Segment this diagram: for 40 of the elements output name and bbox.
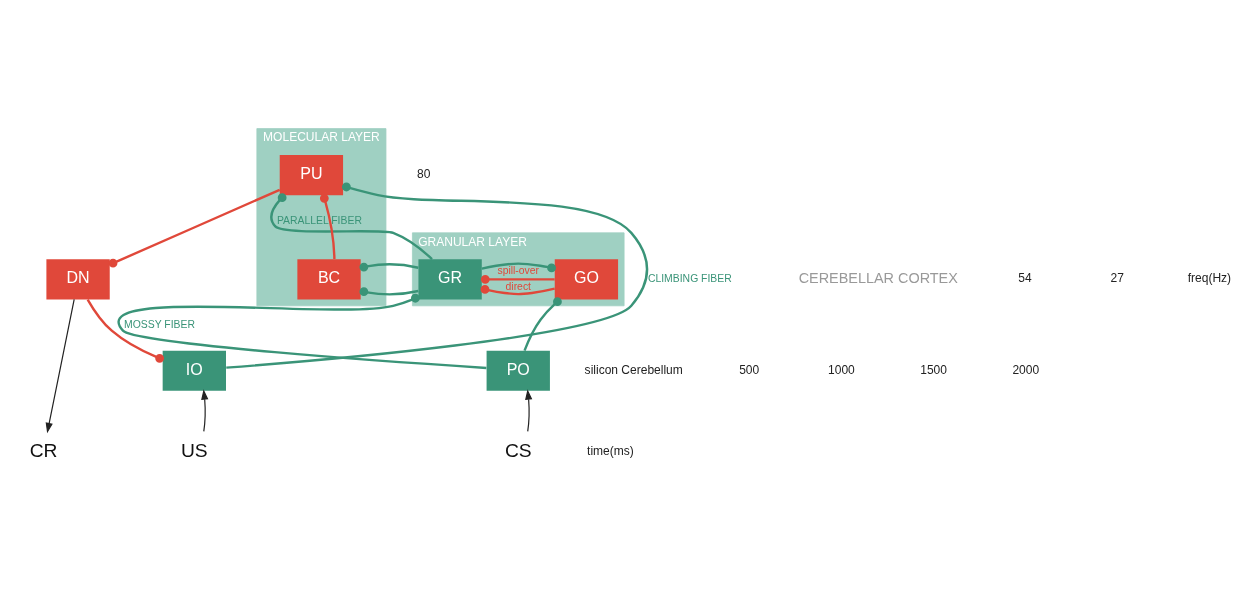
connector: [523, 297, 562, 352]
node-text: US: [180, 439, 208, 461]
connector: [117, 293, 487, 370]
label: 1000: [828, 362, 855, 377]
connector: [108, 188, 281, 268]
label: 80: [416, 166, 431, 181]
label: 500: [739, 362, 760, 377]
node-text: CS: [504, 439, 532, 461]
node-text: CR: [29, 439, 58, 461]
edge-label: direct: [505, 281, 531, 293]
edge-label: spill-over: [497, 265, 540, 277]
arrow: [525, 389, 533, 433]
connector: [481, 262, 556, 273]
edge-label: PARALLEL FIBER: [276, 214, 362, 226]
node-box: DN: [46, 259, 110, 300]
arrow: [45, 298, 75, 434]
connector: [480, 285, 555, 296]
label: 2000: [1012, 362, 1040, 377]
connector: [359, 262, 419, 297]
label: CEREBELLAR CORTEX: [798, 269, 958, 286]
node-box: BC: [297, 259, 361, 300]
arrow: [201, 389, 209, 433]
node-box: PU: [279, 155, 344, 196]
label: silicon Cerebellum: [584, 362, 683, 377]
label: 27: [1110, 271, 1124, 286]
node-box: PO: [486, 350, 550, 391]
edge-label: MOSSY FIBER: [123, 318, 195, 330]
node-box: IO: [162, 350, 226, 391]
label: time(ms): [587, 443, 634, 458]
connector: [319, 193, 336, 260]
node-box: GO: [554, 259, 619, 300]
connector: [226, 182, 649, 369]
connector: [480, 274, 555, 284]
edge-label: CLIMBING FIBER: [647, 273, 732, 285]
connector: [86, 298, 165, 363]
connector: [270, 193, 433, 260]
label: freq(Hz): [1187, 271, 1232, 286]
label: 54: [1018, 271, 1032, 286]
node-box: GR: [418, 259, 482, 300]
label: 1500: [920, 362, 947, 377]
